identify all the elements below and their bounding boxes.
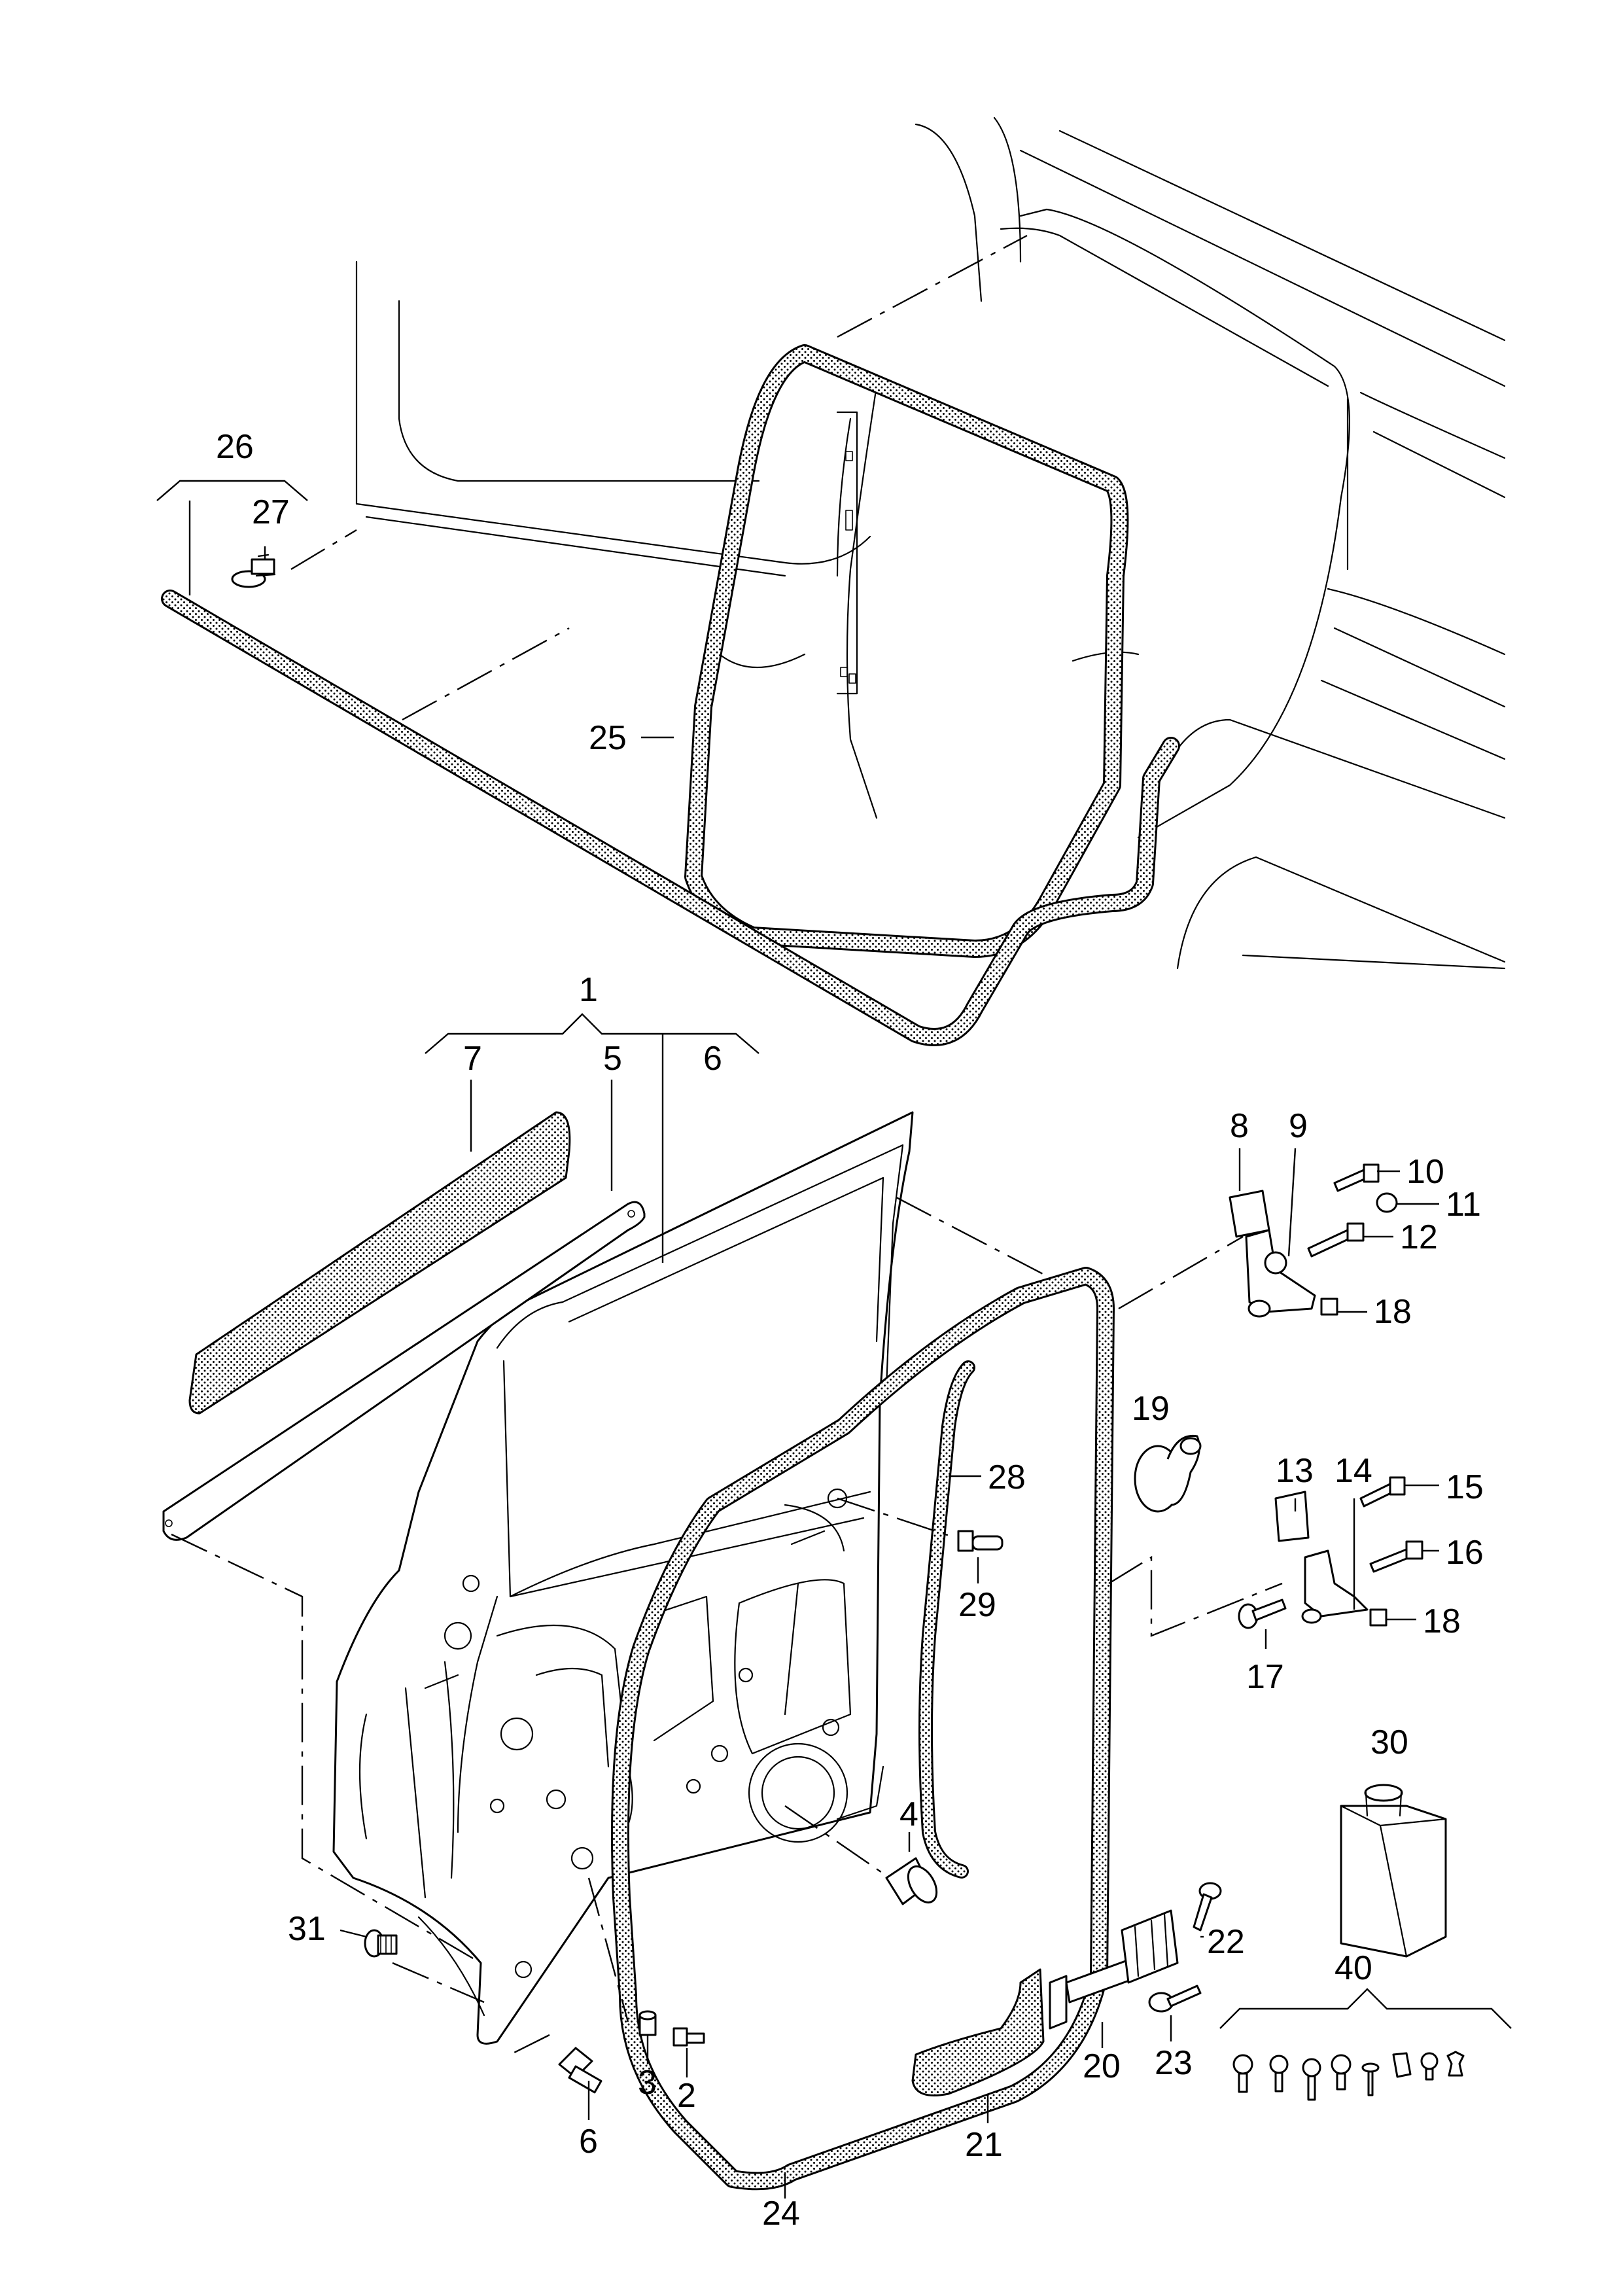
assembly-line-3: [587, 1877, 629, 2022]
bolt-15: [1359, 1476, 1406, 1508]
bushing-3: [638, 2010, 657, 2036]
callout-31: 31: [288, 1910, 326, 1948]
bolt-23: [1148, 1985, 1202, 2013]
door-trim-strip-7: [188, 1111, 571, 1415]
callout-15: 15: [1446, 1468, 1484, 1506]
plug-4: [885, 1857, 938, 1905]
assembly-line-seal: [837, 234, 1028, 338]
callout-7: 7: [463, 1040, 482, 1078]
callout-labels: 26 27 25 1 7 5 6 8 9 10 11 12 18 19 28 2…: [216, 428, 1484, 2233]
screw-31: [364, 1929, 398, 1958]
callout-29: 29: [958, 1586, 996, 1624]
callout-18a: 18: [1374, 1293, 1412, 1331]
clip-27: [231, 554, 276, 588]
bolt-10: [1333, 1163, 1380, 1192]
door-opening-seal: [684, 344, 1129, 958]
callout-10: 10: [1406, 1153, 1444, 1191]
callout-25: 25: [589, 719, 627, 757]
callout-3: 3: [638, 2064, 657, 2102]
callout-19: 19: [1132, 1390, 1170, 1428]
leader-lines: [156, 480, 1512, 2199]
callout-6b: 6: [579, 2123, 598, 2161]
bolt-16: [1369, 1540, 1423, 1573]
assembly-line-door-seal: [896, 1196, 1047, 1277]
callout-2: 2: [677, 2077, 696, 2115]
callout-30: 30: [1370, 1723, 1408, 1761]
cap-19: [1134, 1434, 1202, 1513]
callout-22: 22: [1207, 1923, 1245, 1961]
callout-11: 11: [1446, 1186, 1481, 1224]
callout-8: 8: [1230, 1107, 1249, 1145]
assembly-line-sill: [402, 627, 570, 721]
assembly-line-door-left: [171, 1533, 481, 1964]
lower-hinge: [1274, 1491, 1387, 1627]
container-30: [1340, 1784, 1447, 1958]
door-seal: [611, 1267, 1115, 2191]
plug-29: [957, 1530, 1003, 1552]
callout-24: 24: [762, 2195, 800, 2233]
nut-11: [1376, 1192, 1398, 1213]
assembly-line-hinge-upper: [1118, 1235, 1244, 1310]
callout-4: 4: [899, 1795, 918, 1833]
callout-21: 21: [965, 2126, 1003, 2164]
callout-13: 13: [1276, 1452, 1314, 1490]
door-strip-5: [162, 1201, 646, 1541]
callout-26: 26: [216, 428, 254, 466]
callout-12: 12: [1400, 1218, 1438, 1256]
screw-2: [672, 2027, 705, 2047]
callout-1: 1: [579, 971, 598, 1009]
callout-40: 40: [1335, 1949, 1372, 1987]
fastener-set-40: [1232, 2051, 1465, 2101]
b-pillar-detail: [836, 411, 858, 695]
assembly-line-hinge-lower: [1108, 1555, 1283, 1637]
assembly-line-clip: [290, 529, 357, 571]
callout-14: 14: [1335, 1452, 1372, 1490]
callout-9: 9: [1289, 1107, 1308, 1145]
assembly-line-31: [392, 1962, 485, 2004]
callout-6a: 6: [703, 1040, 722, 1078]
assembly-line-plug-4: [784, 1805, 890, 1879]
bolt-17: [1238, 1598, 1287, 1629]
bolt-22: [1193, 1882, 1222, 1932]
upper-hinge: [1229, 1190, 1338, 1318]
vehicle-body-outline: [355, 116, 1506, 970]
rear-door-shell: [332, 1111, 914, 2045]
callout-28: 28: [988, 1458, 1026, 1496]
window-channel-seal-28: [918, 1360, 975, 1879]
assembly-line-plug-29: [837, 1497, 956, 1539]
callout-5: 5: [603, 1040, 622, 1078]
callout-27: 27: [252, 493, 290, 531]
bolt-6: [558, 2047, 602, 2094]
callout-23: 23: [1155, 2044, 1193, 2082]
sill-seal: [161, 590, 1180, 1046]
assembly-line-6: [510, 2034, 550, 2056]
bolt-12: [1307, 1222, 1365, 1258]
callout-20: 20: [1083, 2047, 1121, 2085]
callout-16: 16: [1446, 1534, 1484, 1572]
callout-17: 17: [1246, 1658, 1284, 1696]
callout-18b: 18: [1423, 1602, 1461, 1640]
door-check-20: [1049, 1909, 1179, 2030]
check-cover-21: [911, 1968, 1045, 2096]
